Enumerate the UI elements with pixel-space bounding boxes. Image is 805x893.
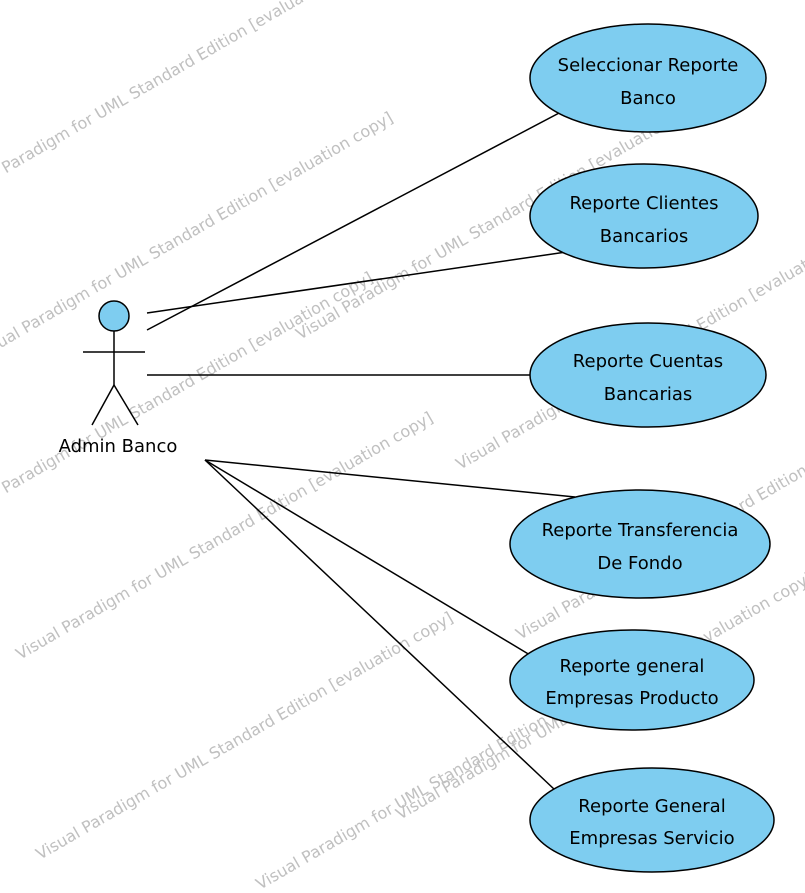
association-line (146, 249, 581, 314)
use-case-ellipse[interactable] (529, 163, 759, 269)
use-case-label-line2: Empresas Servicio (569, 828, 734, 849)
use-case-seleccionar-reporte-banco[interactable]: Seleccionar Reporte Banco (529, 23, 767, 133)
use-case-label-line1: Reporte Transferencia (542, 520, 739, 541)
use-case-reporte-clientes-bancarios[interactable]: Reporte Clientes Bancarios (529, 163, 759, 269)
use-case-label-line1: Reporte General (578, 796, 725, 817)
use-case-reporte-general-empresas-servicio[interactable]: Reporte General Empresas Servicio (529, 767, 775, 873)
use-case-ellipse[interactable] (529, 767, 775, 873)
use-case-label-line1: Reporte Cuentas (573, 351, 723, 372)
actor-label: Admin Banco (59, 436, 178, 457)
use-case-ellipse[interactable] (529, 322, 767, 428)
use-case-label-line2: Bancarios (600, 226, 689, 247)
use-case-ellipse[interactable] (509, 489, 771, 599)
watermark-text: Visual Paradigm for UML Standard Edition… (33, 608, 457, 864)
use-case-ellipse[interactable] (509, 629, 755, 731)
use-case-label-line2: Empresas Producto (545, 688, 718, 709)
actor-head (98, 300, 130, 332)
use-case-label-line2: De Fondo (597, 553, 682, 574)
use-case-reporte-cuentas-bancarias[interactable]: Reporte Cuentas Bancarias (529, 322, 767, 428)
use-cases: Seleccionar Reporte Banco Reporte Client… (509, 23, 775, 873)
association-line (204, 459, 556, 791)
use-case-label-line2: Bancarias (604, 384, 693, 405)
associations (146, 101, 581, 791)
use-case-ellipse[interactable] (529, 23, 767, 133)
use-case-reporte-transferencia-de-fondo[interactable]: Reporte Transferencia De Fondo (509, 489, 771, 599)
watermark-text: Visual Paradigm for UML Standard Edition… (0, 0, 376, 203)
association-line (146, 101, 581, 331)
use-case-label-line2: Banco (620, 88, 676, 109)
association-line (204, 459, 576, 498)
actor-left-leg (91, 384, 115, 426)
association-line (204, 459, 531, 656)
use-case-label-line1: Reporte Clientes (569, 193, 718, 214)
actor-admin-banco[interactable]: Admin Banco (59, 300, 178, 457)
use-case-reporte-general-empresas-producto[interactable]: Reporte general Empresas Producto (509, 629, 755, 731)
use-case-label-line1: Seleccionar Reporte (558, 55, 739, 76)
actor-right-leg (113, 384, 139, 426)
use-case-label-line1: Reporte general (560, 656, 705, 677)
